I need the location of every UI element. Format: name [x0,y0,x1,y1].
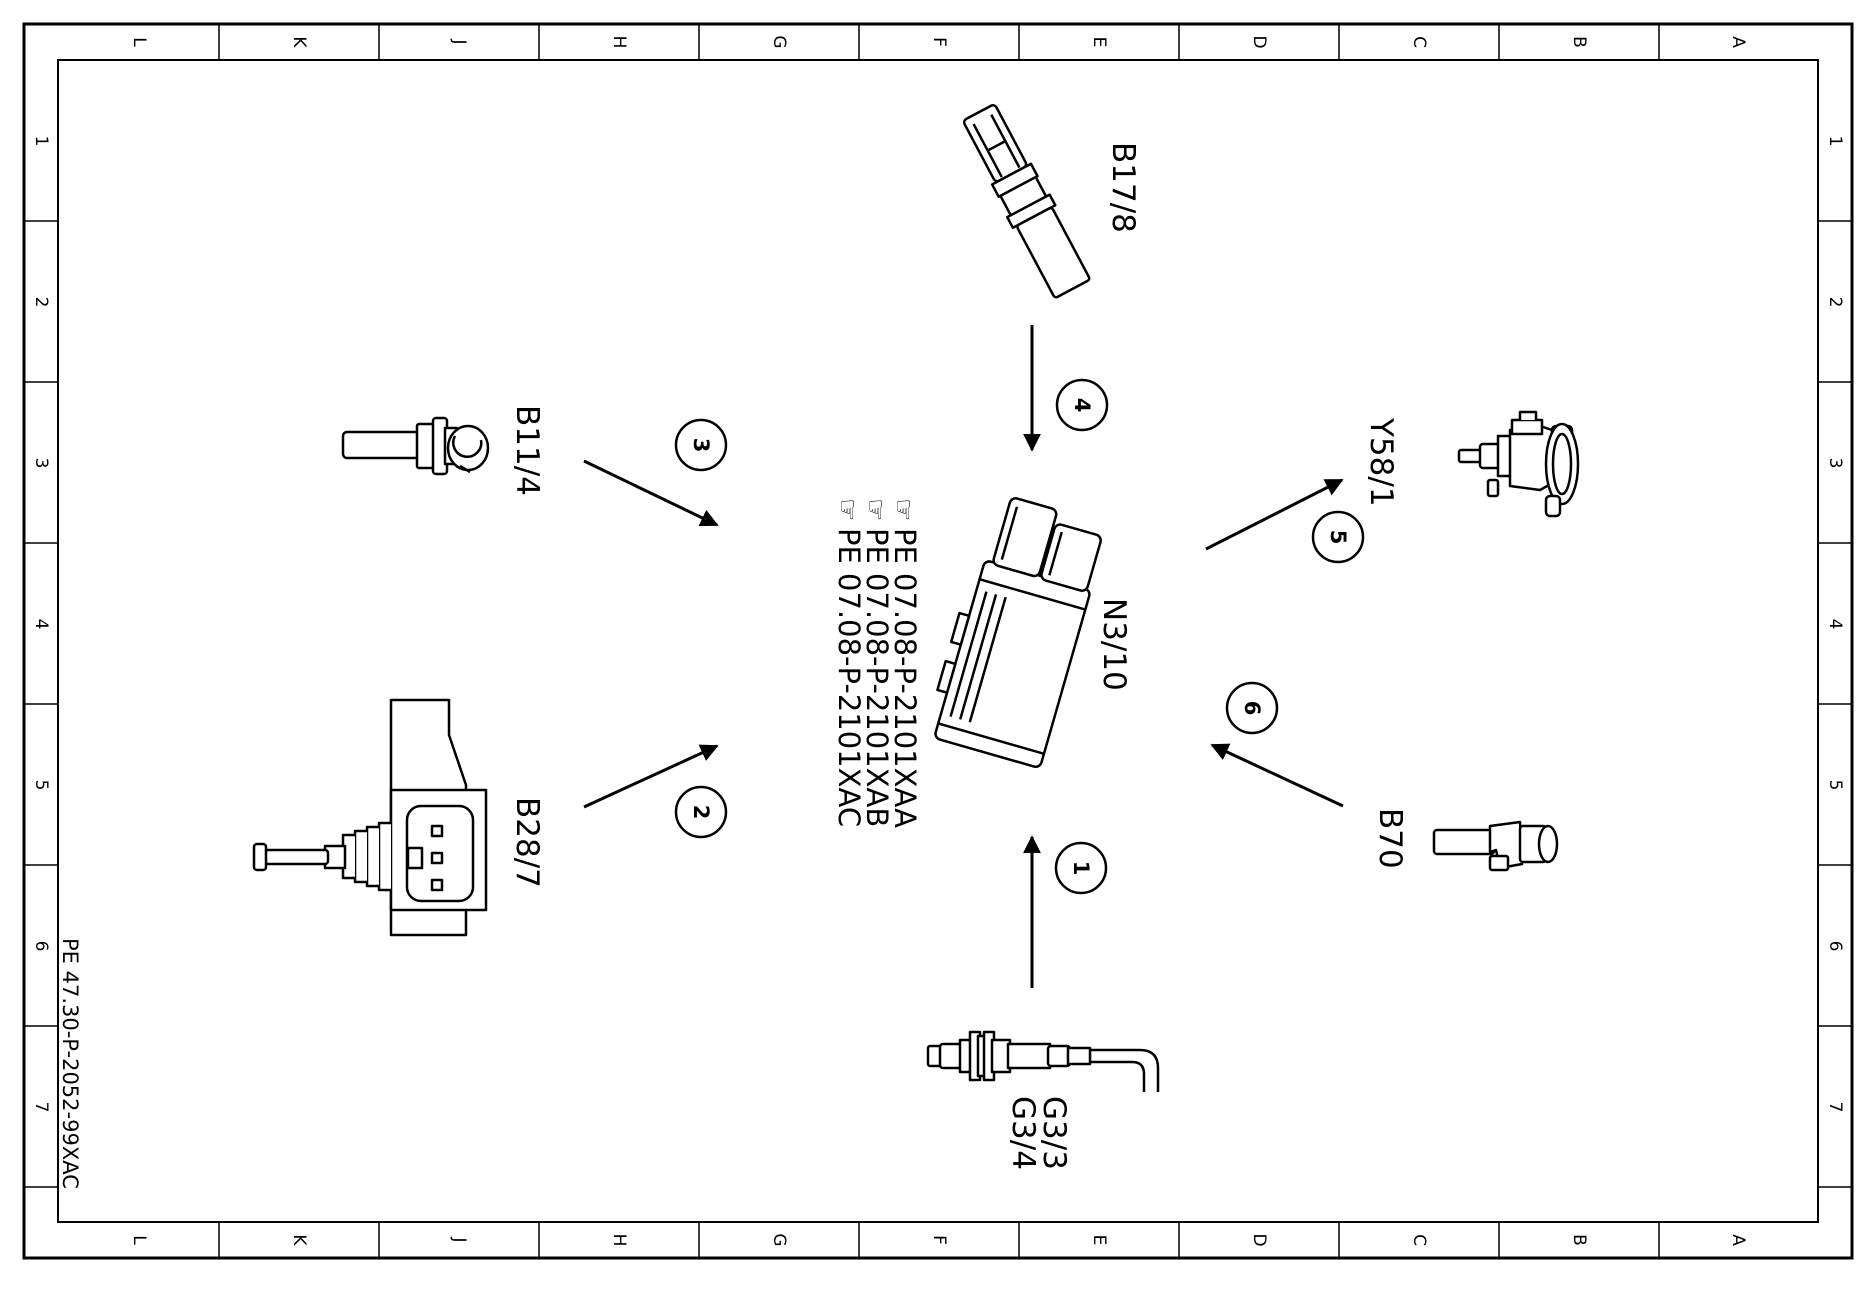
b28-7-sensor-drawing [252,668,488,937]
label-b70: B70 [1372,808,1408,869]
col-bottom-e: E [1089,1235,1109,1246]
col-bottom-h: H [609,1234,629,1247]
reference-3[interactable]: PE 07.08-P-2101XAC [832,528,866,827]
row-left-7: 7 [31,1102,51,1113]
col-top-k: K [289,36,309,48]
col-top-l: L [129,37,149,47]
outer-border [22,22,1854,1260]
label-b11-4: B11/4 [509,405,545,496]
row-right-3: 3 [1825,458,1845,469]
label-g3-4: G3/4 [1005,1096,1041,1170]
col-bottom-d: D [1249,1233,1269,1246]
callout-4: 4 [1070,398,1094,413]
row-right-2: 2 [1825,297,1845,308]
n3-10-control-unit-drawing [934,497,1102,769]
row-right-5: 5 [1825,780,1845,791]
col-top-e: E [1089,37,1109,48]
callout-2: 2 [689,805,713,820]
col-top-a: A [1728,36,1748,48]
reference-list: ☞ PE 07.08-P-2101XAA ☞ PE 07.08-P-2101XA… [832,498,922,828]
pointing-hand-icon: ☞ [888,498,918,521]
callout-circle-5 [1311,510,1365,564]
inner-border [57,59,1819,1223]
row-left-1: 1 [31,136,51,147]
callout-circle-2 [674,785,728,839]
callout-circle-6 [1225,681,1279,735]
pointing-hand-icon: ☞ [832,498,862,521]
pointing-hand-icon: ☞ [860,498,890,521]
b70-sensor-drawing [1432,820,1559,872]
b17-8-sensor-drawing [962,104,1091,299]
arrow-2 [583,744,719,809]
row-left-3: 3 [31,458,51,469]
label-y58-1: Y58/1 [1363,417,1399,507]
label-b17-8: B17/8 [1105,142,1141,233]
label-b28-7: B28/7 [509,797,545,888]
document-number: PE 47.30-P-2052-99XAC [58,938,82,1189]
row-left-2: 2 [31,297,51,308]
arrow-6 [1210,743,1344,808]
col-top-g: G [769,35,789,48]
col-top-c: C [1409,36,1429,48]
arrow-5 [1205,478,1344,551]
row-right-1: 1 [1825,136,1845,147]
col-bottom-g: G [769,1233,789,1246]
row-right-7: 7 [1825,1102,1845,1113]
col-top-d: D [1249,35,1269,48]
row-right-6: 6 [1825,941,1845,952]
b11-4-sensor-drawing [341,416,490,476]
col-bottom-b: B [1569,1234,1589,1246]
col-bottom-k: K [289,1234,309,1246]
label-g3-3: G3/3 [1036,1096,1072,1170]
label-n3-10: N3/10 [1096,598,1132,691]
reference-1[interactable]: PE 07.08-P-2101XAA [888,528,922,828]
y58-1-valve-drawing [1457,410,1580,518]
col-top-f: F [929,37,949,47]
col-bottom-l: L [129,1235,149,1245]
col-bottom-c: C [1409,1234,1429,1246]
col-bottom-j: J [449,1236,469,1242]
callout-3: 3 [689,438,713,453]
row-right-4: 4 [1825,619,1845,630]
col-bottom-a: A [1728,1234,1748,1246]
callout-circle-3 [674,418,728,472]
callout-1: 1 [1069,861,1093,876]
col-top-j: J [449,38,469,44]
callout-6: 6 [1240,701,1264,716]
col-top-b: B [1569,36,1589,48]
row-left-6: 6 [31,941,51,952]
row-left-5: 5 [31,780,51,791]
row-left-4: 4 [31,619,51,630]
callout-circle-1 [1054,841,1108,895]
col-top-h: H [609,36,629,49]
g3-oxygen-sensor-drawing [926,1030,1160,1092]
reference-2[interactable]: PE 07.08-P-2101XAB [860,528,894,827]
callout-5: 5 [1326,530,1350,545]
col-bottom-f: F [929,1235,949,1245]
callout-circle-4 [1055,378,1109,432]
arrow-3 [583,459,719,527]
